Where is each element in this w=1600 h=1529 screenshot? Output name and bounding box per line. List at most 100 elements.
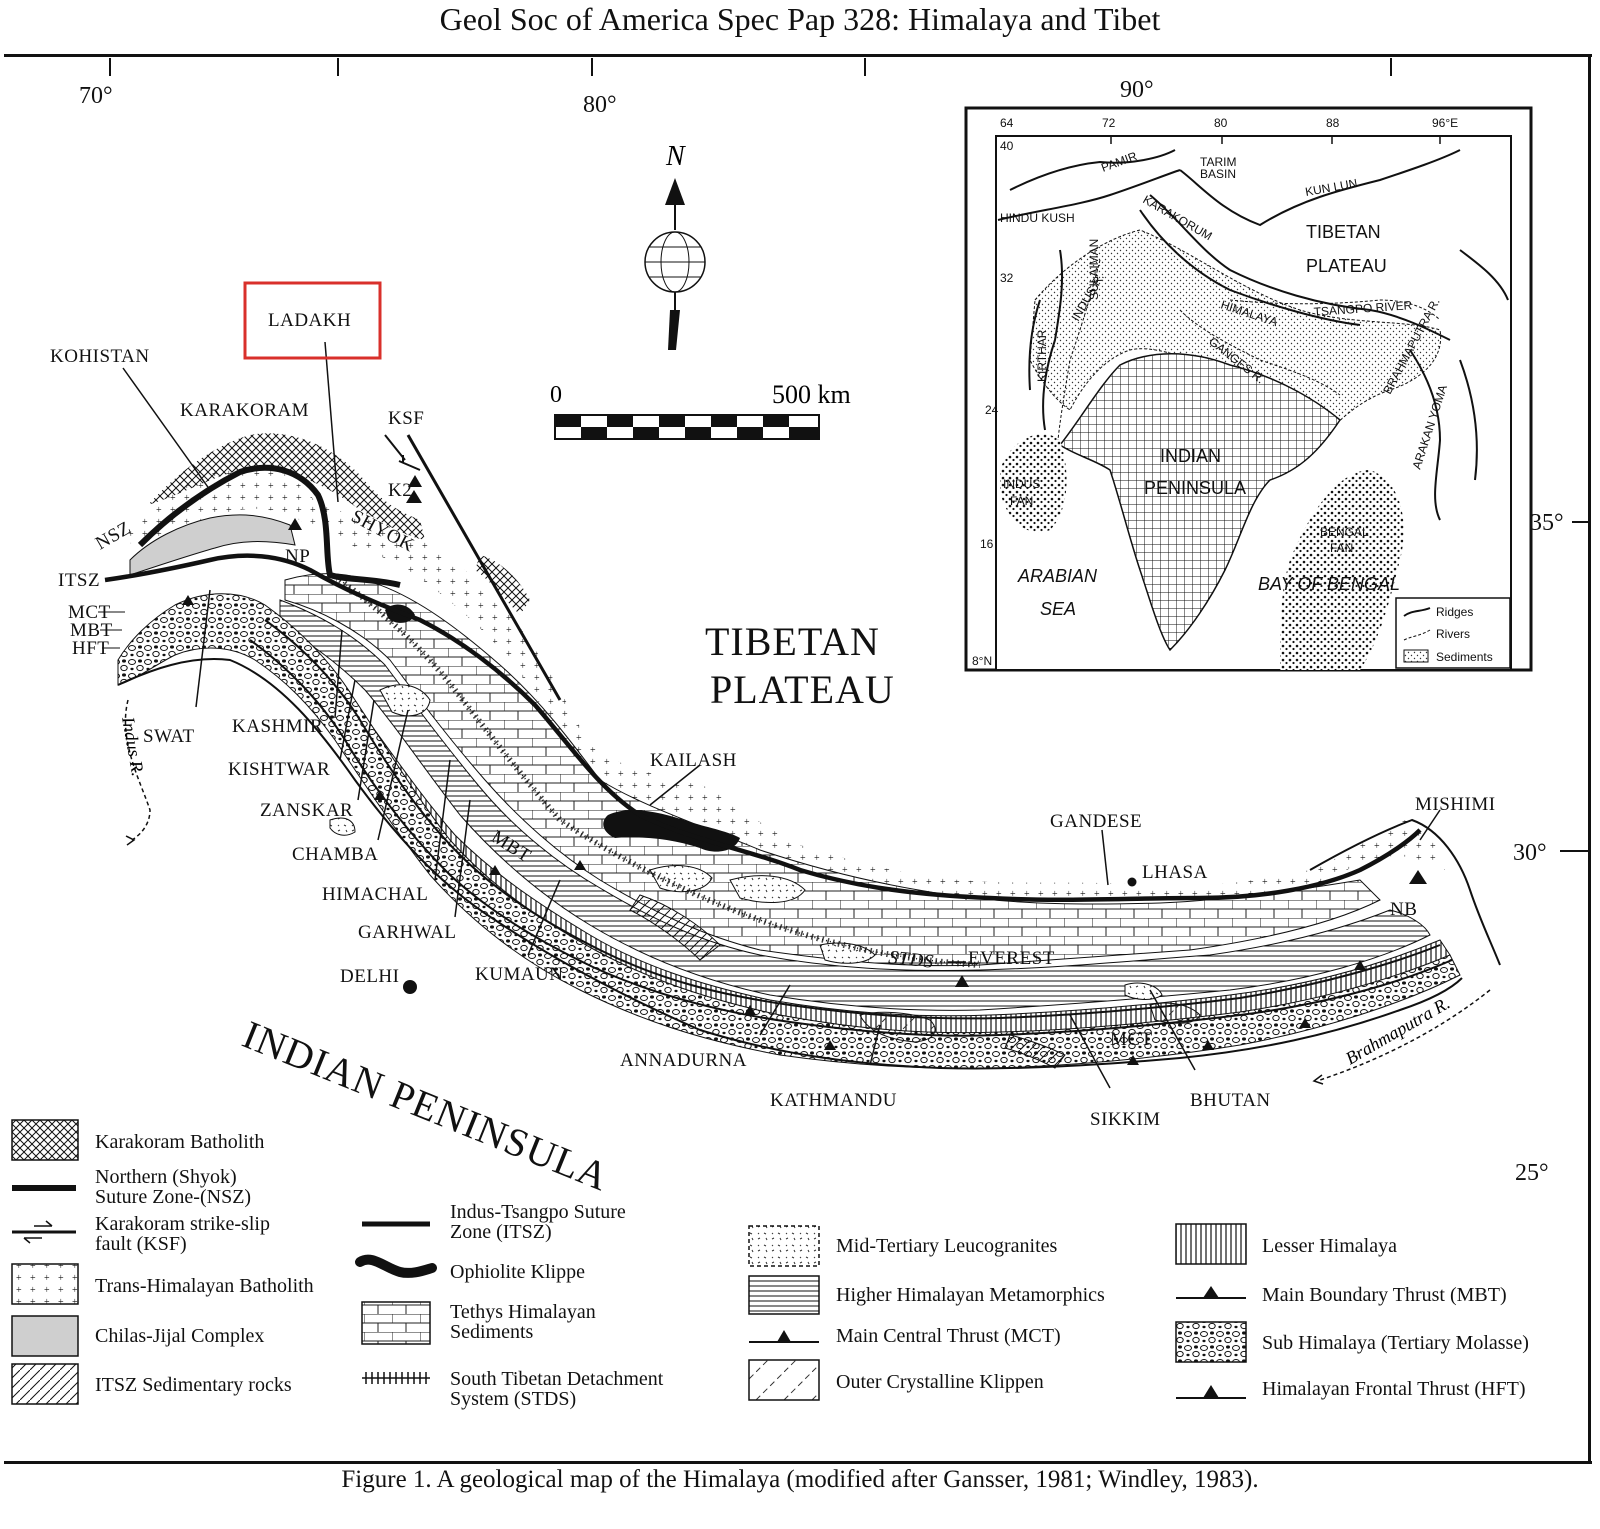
map-frame-right-edge — [1588, 54, 1591, 1461]
legend-swatch-karakoram-batholith — [11, 1119, 79, 1161]
ladakh-highlight-box — [243, 281, 382, 360]
legend-tethys-2: Sediments — [450, 1321, 534, 1343]
inset-indian-1: INDIAN — [1160, 446, 1221, 466]
inset-indian-peninsula — [1058, 353, 1341, 652]
geological-map: + — [11, 58, 1588, 1410]
inset-indus-fan-1: INDUS — [1003, 477, 1040, 491]
inset-lon-72: 72 — [1102, 116, 1116, 130]
legend-leucogranites: Mid-Tertiary Leucogranites — [836, 1235, 1058, 1257]
legend-higher-himalayan: Higher Himalayan Metamorphics — [836, 1284, 1105, 1306]
label-kailash: KAILASH — [650, 750, 737, 771]
inset-lon-80: 80 — [1214, 116, 1228, 130]
north-label: N — [665, 141, 686, 172]
legend-swatch-leucogranites — [748, 1225, 820, 1267]
legend-ksf-1: Karakoram strike-slip — [95, 1213, 270, 1235]
legend-swatch-lesser-himalaya — [1175, 1223, 1247, 1265]
legend-swatch-trans-himalayan — [11, 1263, 79, 1305]
inset-arabian-2: SEA — [1040, 599, 1076, 619]
thrust-teeth — [182, 475, 1427, 1065]
inset-legend-rivers: Rivers — [1436, 627, 1470, 641]
label-nsz: NSZ — [92, 517, 135, 554]
inset-lat-40: 40 — [1000, 139, 1014, 153]
label-indus-river: Indus R. — [118, 714, 148, 778]
label-np: NP — [285, 546, 310, 567]
stds-line — [339, 579, 981, 966]
legend-mbt: Main Boundary Thrust (MBT) — [1262, 1284, 1507, 1306]
inset-lon-96: 96°E — [1432, 116, 1458, 130]
legend-stds-1: South Tibetan Detachment — [450, 1368, 664, 1390]
label-kohistan: KOHISTAN — [50, 346, 150, 367]
legend-swatch-hft — [1176, 1385, 1246, 1399]
scale-bar-end: 500 km — [772, 380, 851, 409]
label-annadurna: ANNADURNA — [620, 1050, 747, 1071]
inset-indian-2: PENINSULA — [1144, 478, 1246, 498]
inset-lat-8: 8°N — [972, 654, 992, 668]
legend-trans-himalayan: Trans-Himalayan Batholith — [95, 1275, 314, 1297]
inset-tsangpo: TSANGPO RIVER — [1313, 298, 1413, 319]
legend-swatch-stds — [362, 1372, 430, 1384]
legend-swatch-mbt — [1176, 1286, 1246, 1299]
legend-swatch-outer-crystalline — [748, 1359, 820, 1401]
legend-itsz-sed: ITSZ Sedimentary rocks — [95, 1374, 292, 1396]
inset-lon-64: 64 — [1000, 116, 1014, 130]
legend-swatch-sub-himalaya — [1175, 1321, 1247, 1363]
legend-swatch-itsz-sed — [11, 1363, 79, 1405]
itsz-line — [104, 553, 1422, 903]
inset-lat-16: 16 — [980, 537, 994, 551]
header-title: Geol Soc of America Spec Pap 328: Himala… — [439, 1, 1161, 37]
label-kumaun: KUMAUN — [475, 964, 564, 985]
chilas-jijal-region — [129, 514, 296, 576]
himalayan-belt — [104, 433, 1501, 1085]
legend-outer-crystalline: Outer Crystalline Klippen — [836, 1371, 1044, 1393]
label-karakoram: KARAKORAM — [180, 400, 309, 421]
label-everest: EVEREST — [968, 948, 1055, 969]
legend-ksf-2: fault (KSF) — [95, 1233, 187, 1255]
figure-caption: Figure 1. A geological map of the Himala… — [341, 1466, 1259, 1493]
legend-swatch-ksf — [12, 1220, 76, 1244]
legend-swatch-higher-himalayan — [748, 1275, 820, 1315]
legend-lesser-himalaya: Lesser Himalaya — [1262, 1235, 1397, 1257]
label-delhi: DELHI — [340, 966, 399, 987]
graticule-top-ticks — [109, 58, 1392, 76]
nsz-line — [137, 464, 401, 588]
legend-swatch-mct — [749, 1330, 819, 1343]
label-leaders — [122, 341, 1441, 1089]
legend-sub-himalaya: Sub Himalaya (Tertiary Molasse) — [1262, 1332, 1529, 1354]
region-tibetan-plateau-line1: TIBETAN — [705, 619, 880, 664]
legend-ophiolite: Ophiolite Klippe — [450, 1261, 585, 1283]
legend-mct: Main Central Thrust (MCT) — [836, 1325, 1061, 1347]
label-gandese: GANDESE — [1050, 811, 1142, 832]
label-k2: K2 — [388, 480, 412, 501]
label-chamba: CHAMBA — [292, 844, 378, 865]
legend-swatch-ophiolite — [355, 1254, 437, 1278]
inset-hindukush: HINDU KUSH — [1000, 211, 1075, 225]
legend-stds-2: System (STDS) — [450, 1388, 576, 1410]
trans-himalayan-batholith-region — [120, 464, 1445, 903]
graticule-label-25: 25° — [1515, 1160, 1549, 1186]
inset-sulaiman: SULAIMAN — [1087, 239, 1101, 300]
legend-tethys-1: Tethys Himalayan — [450, 1301, 596, 1323]
scale-bar: 0 500 km — [550, 380, 851, 440]
inset-indus-fan-2: FAN — [1010, 494, 1033, 508]
label-lhasa: LHASA — [1142, 862, 1208, 883]
legend-karakoram-batholith: Karakoram Batholith — [95, 1131, 264, 1153]
legend-swatch-chilas-jijal — [11, 1315, 79, 1357]
delhi-city-dot — [403, 980, 417, 994]
inset-lon-88: 88 — [1326, 116, 1340, 130]
label-kashmir: KASHMIR — [232, 716, 323, 737]
label-mishimi: MISHIMI — [1415, 794, 1496, 815]
label-mct: MCT — [68, 602, 111, 623]
label-bhutan: BHUTAN — [1190, 1090, 1271, 1111]
label-zanskar: ZANSKAR — [260, 800, 353, 821]
legend-nsz-1: Northern (Shyok) — [95, 1166, 237, 1188]
graticule-label-80: 80° — [583, 92, 617, 118]
label-ladakh: LADAKH — [268, 310, 351, 331]
label-hft: HFT — [72, 638, 109, 659]
graticule-label-90: 90° — [1120, 77, 1154, 103]
inset-bengal-fan-1: BENGAL — [1320, 525, 1369, 539]
north-arrow: N — [644, 141, 706, 350]
legend-hft: Himalayan Frontal Thrust (HFT) — [1262, 1378, 1525, 1400]
legend-nsz-2: Suture Zone-(NSZ) — [95, 1186, 251, 1208]
label-stds: STDS — [887, 947, 934, 973]
graticule-label-35: 35° — [1530, 510, 1564, 536]
